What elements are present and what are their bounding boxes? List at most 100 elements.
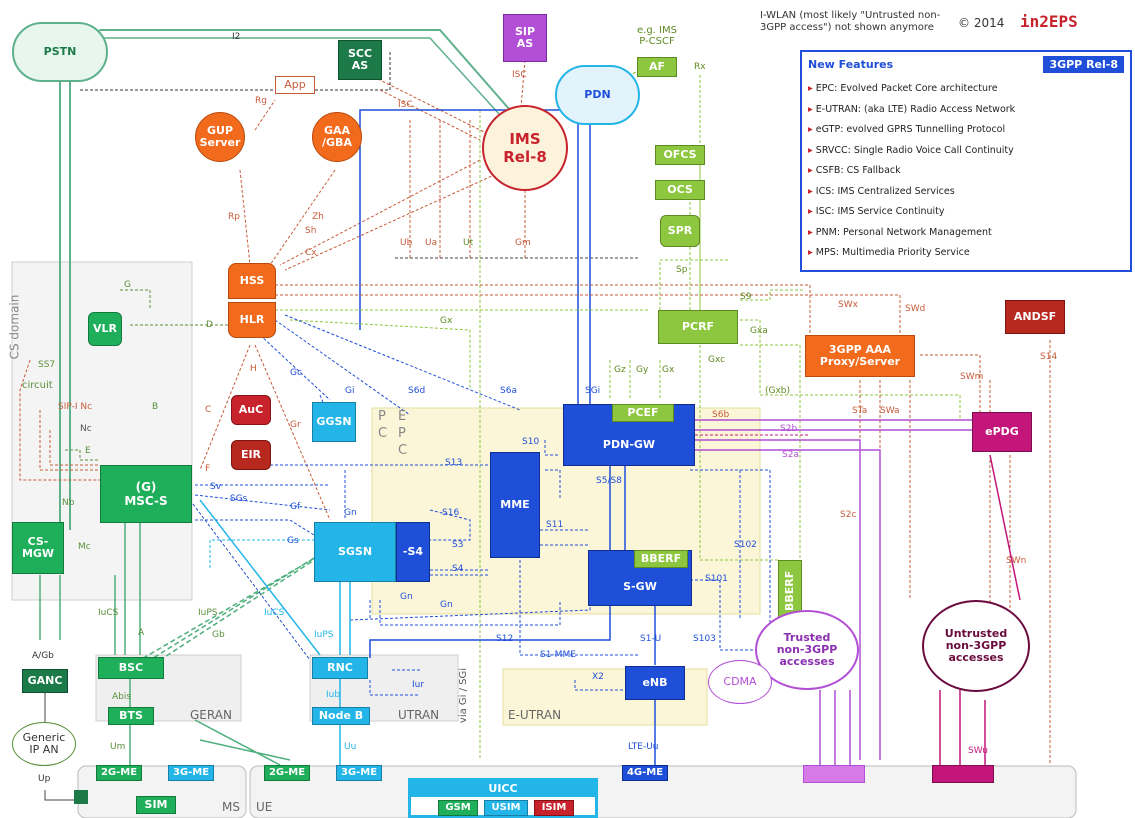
iwlan-note: I-WLAN (most likely "Untrusted non- 3GPP… <box>760 10 941 33</box>
cs-domain-label: CS domain <box>7 294 22 360</box>
if-sgi: SGi <box>585 386 601 396</box>
ganc-node: GANC <box>22 669 68 693</box>
if-ua: Ua <box>425 238 438 248</box>
if-uu: Uu <box>344 742 357 752</box>
vlr-node: VLR <box>88 312 122 346</box>
if-gs: Gs <box>287 536 299 546</box>
if-gx: Gx <box>440 316 453 326</box>
pcrf-node: PCRF <box>658 310 738 344</box>
if-b: B <box>152 402 159 412</box>
pdn-cloud: PDN <box>555 65 640 125</box>
if-rx: Rx <box>694 62 706 72</box>
af-node: AF <box>637 57 677 77</box>
ofcs-node: OFCS <box>655 145 705 165</box>
af-note: e.g. IMS P-CSCF <box>637 25 677 47</box>
cs-mgw-node: CS- MGW <box>12 522 64 574</box>
cdma-node: CDMA <box>708 660 772 704</box>
if-gb: Gb <box>212 630 225 640</box>
if-f: F <box>205 464 211 474</box>
if-ut: Ut <box>463 238 474 248</box>
if-sta: STa <box>852 406 868 416</box>
node-b-node: Node B <box>312 707 370 725</box>
if-rg: Rg <box>255 96 267 106</box>
if-s10: S10 <box>522 437 540 447</box>
if-s2c: S2c <box>840 510 857 520</box>
if-swx: SWx <box>838 300 858 310</box>
gaa-gba-node: GAA /GBA <box>312 112 362 162</box>
if-gx-2: Gx <box>662 365 675 375</box>
if-iups-1: IuPS <box>198 608 218 618</box>
if-a: A <box>138 628 145 638</box>
feature-item: E-UTRAN: (aka LTE) Radio Access Network <box>808 100 1124 121</box>
if-lte-uu: LTE-Uu <box>628 742 659 752</box>
feature-item: ISC: IMS Service Continuity <box>808 202 1124 223</box>
if-isc-1: ISC <box>398 100 413 110</box>
gup-server-node: GUP Server <box>195 112 245 162</box>
if-s11: S11 <box>546 520 564 530</box>
if-s13: S13 <box>445 458 463 468</box>
if-e: E <box>85 446 91 456</box>
feature-item: MPS: Multimedia Priority Service <box>808 243 1124 264</box>
circuit-label: circuit <box>22 380 53 391</box>
release-badge: 3GPP Rel-8 <box>1043 56 1124 73</box>
ggsn-node: GGSN <box>312 402 356 442</box>
if-i2: I2 <box>232 32 241 42</box>
eir-node: EIR <box>231 440 271 470</box>
me-2g-ue: 2G-ME <box>264 765 310 781</box>
feature-item: PNM: Personal Network Management <box>808 223 1124 244</box>
if-iub: Iub <box>326 690 341 700</box>
app-node: App <box>275 76 315 94</box>
if-gr: Gr <box>290 420 301 430</box>
if-iur: Iur <box>412 680 425 690</box>
if-abis: Abis <box>112 692 132 702</box>
feature-item: ICS: IMS Centralized Services <box>808 182 1124 203</box>
if-rp: Rp <box>228 212 240 222</box>
if-s2a: S2a <box>782 450 799 460</box>
sim-card: SIM <box>136 796 176 814</box>
if-sgs: SGs <box>230 494 248 504</box>
if-a-gb: A/Gb <box>32 651 54 661</box>
auc-node: AuC <box>231 395 271 425</box>
feature-item: EPC: Evolved Packet Core architecture <box>808 79 1124 100</box>
if-gi: Gi <box>345 386 355 396</box>
ue-label: UE <box>256 800 273 814</box>
feature-item: CSFB: CS Fallback <box>808 161 1124 182</box>
if-s2b: S2b <box>780 424 798 434</box>
if-swn: SWn <box>1006 556 1027 566</box>
ocs-node: OCS <box>655 180 705 200</box>
if-swa: SWa <box>880 406 900 416</box>
if-up: Up <box>38 774 51 784</box>
spr-node: SPR <box>660 215 700 247</box>
if-s4: S4 <box>452 564 464 574</box>
if-ub: Ub <box>400 238 413 248</box>
if-zh: Zh <box>312 212 324 222</box>
scc-as-node: SCC AS <box>338 40 382 80</box>
andsf-node: ANDSF <box>1005 300 1065 334</box>
if-s6b: S6b <box>712 410 730 420</box>
if-iucs-2: IuCS <box>264 608 285 618</box>
if-gf: Gf <box>290 502 301 512</box>
uicc-label: UICC <box>411 781 595 797</box>
if-d: D <box>206 320 213 330</box>
if-sip-i: SIP-I Nc <box>58 402 93 412</box>
hlr-node: HLR <box>228 302 276 338</box>
geran-label: GERAN <box>190 708 232 722</box>
ms-label: MS <box>222 800 240 814</box>
if-s1-mme: S1-MME <box>540 650 576 660</box>
if-s103: S103 <box>693 634 716 644</box>
bberf-node: BBERF <box>634 550 688 568</box>
copyright: © 2014 <box>958 16 1005 30</box>
enb-node: eNB <box>625 666 685 700</box>
if-iucs-1: IuCS <box>98 608 119 618</box>
if-gy: Gy <box>636 365 649 375</box>
via-gi-sgi-label: via Gi / SGi <box>458 667 470 724</box>
if-c: C <box>205 405 212 415</box>
if-h: H <box>250 364 257 374</box>
if-s5s8: S5/S8 <box>596 476 622 486</box>
gsm-app: GSM <box>438 800 478 816</box>
epc-label: E P C <box>398 409 408 458</box>
if-cx: Cx <box>305 248 317 258</box>
pstn-cloud: PSTN <box>12 22 108 82</box>
features-title: New Features <box>808 58 894 71</box>
brand-logo: in2EPS <box>1020 12 1078 31</box>
